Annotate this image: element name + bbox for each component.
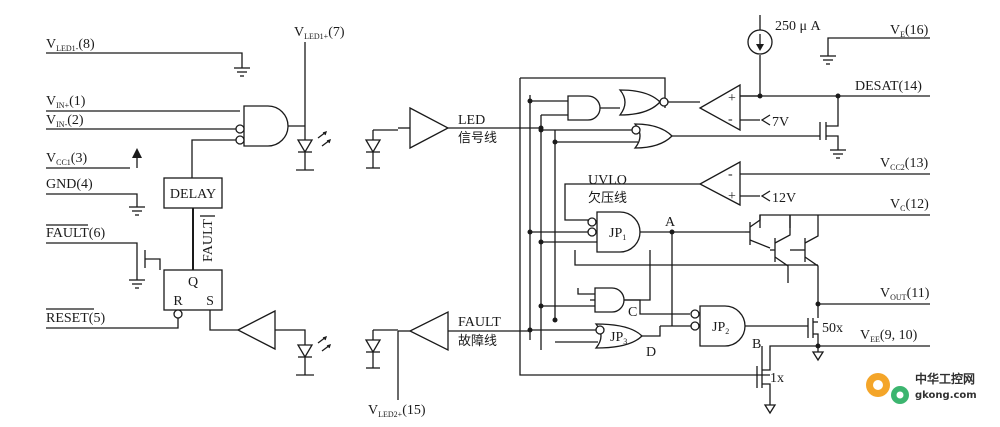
vee-label: VEE(9, 10) <box>860 328 918 344</box>
vc-label: VC(12) <box>890 197 929 213</box>
vin-minus-label: VIN-(2) <box>46 113 84 129</box>
vcc2-label: VCC2(13) <box>880 156 928 172</box>
ve-label: VE(16) <box>890 23 929 39</box>
led-signal-cn-label: 信号线 <box>458 131 497 146</box>
ground-symbol <box>129 206 145 216</box>
left-bus-wire <box>519 78 770 376</box>
led-receiver-amp-icon <box>409 106 450 150</box>
input-and-gate <box>235 105 305 147</box>
ground-symbol <box>820 55 836 65</box>
uvlo-line-wire <box>564 183 700 221</box>
fault-led-wire <box>275 329 306 345</box>
current-source-icon <box>747 15 773 55</box>
desat-plus-wire <box>740 55 761 97</box>
ground-symbol <box>234 67 250 77</box>
pulldown-1x-fet-icon <box>756 345 818 415</box>
fault-photodiode-icon <box>364 329 398 369</box>
fet-1x-label: 1x <box>770 371 784 386</box>
jp3-label: JP3 <box>610 330 627 346</box>
reset-wire <box>46 318 179 329</box>
vled1-minus-label: VLED1-(8) <box>46 37 95 53</box>
fault-signal-cn-label: 故障线 <box>458 334 497 349</box>
vref-12v-label: 12V <box>772 191 796 206</box>
fault-receiver-amp-icon <box>408 310 449 352</box>
jp1-label: JP1 <box>609 226 626 242</box>
uvlo-cn-label: 欠压线 <box>588 190 627 206</box>
fault-pin-wire <box>46 242 138 250</box>
pulldown-50x-fet-icon <box>807 318 825 362</box>
darlington-transistor-icon <box>745 215 819 300</box>
uvlo-minus-label: - <box>728 167 733 182</box>
led-photodiode-icon <box>364 129 398 169</box>
desat-pin-label: DESAT(14) <box>855 79 922 94</box>
desat-comparator-icon <box>698 83 741 132</box>
node-a-label: A <box>665 215 676 230</box>
vc-wire <box>759 214 930 228</box>
vref-7v-label: 7V <box>772 115 789 130</box>
reset-inversion-bubble <box>173 309 183 319</box>
vref-7v-icon <box>760 114 771 126</box>
bias-wire <box>574 250 818 266</box>
watermark-cn: 中华工控网 <box>915 371 975 386</box>
ve-wire <box>827 37 930 56</box>
desat-or-gate <box>618 89 700 116</box>
watermark-logo: 中华工控网 gkong.com <box>866 371 977 404</box>
led2-diode-icon <box>296 335 332 376</box>
led-or-gate <box>541 123 820 149</box>
supply-arrow-icon <box>132 148 142 168</box>
vout-label: VOUT(11) <box>880 286 930 302</box>
led-signal-label: LED <box>458 113 485 128</box>
fault-buffer-icon <box>236 309 276 351</box>
watermark-url: gkong.com <box>915 390 977 401</box>
c-and-gate <box>541 287 690 315</box>
jp3-or-gate <box>530 323 661 349</box>
fet-50x-label: 50x <box>822 321 843 336</box>
input-section: VLED1-(8) VLED1+(7) VIN+(1) VIN-(2) <box>46 25 345 376</box>
node-b-label: B <box>752 337 761 352</box>
jp2-label: JP2 <box>712 320 729 336</box>
fault-latch-block <box>163 269 223 311</box>
delay-to-gate-wire <box>191 139 236 178</box>
junction-dots <box>527 93 841 349</box>
desat-discharge-fet-icon <box>819 96 846 159</box>
desat-minus-label: - <box>728 112 733 127</box>
vref-12v-icon <box>760 190 771 202</box>
vcc1-label: VCC1(3) <box>46 151 87 167</box>
output-section: + - 7V 250 μ A VE(16) DESAT(14) <box>519 15 930 415</box>
latch-set-wire <box>209 310 238 331</box>
fault-vertical-label: FAULT <box>201 219 216 262</box>
vin-plus-label: VIN+(1) <box>46 94 86 110</box>
delay-label: DELAY <box>170 187 216 202</box>
latch-r-label: R <box>173 294 183 309</box>
gnd-label: GND(4) <box>46 177 93 192</box>
vled2-label: VLED2+(15) <box>368 403 426 419</box>
reset-label: RESET(5) <box>46 311 105 326</box>
led1-diode-icon <box>296 130 332 171</box>
vled1-plus-label: VLED1+(7) <box>294 25 345 41</box>
latch-q-label: Q <box>188 275 198 290</box>
uvlo-plus-label: + <box>728 189 736 204</box>
latch-s-label: S <box>206 294 214 309</box>
node-c-label: C <box>628 305 637 320</box>
node-d-label: D <box>646 345 656 360</box>
fault-output-transistor-icon <box>129 250 161 289</box>
uvlo-comparator-icon <box>698 160 741 207</box>
fault-signal-label: FAULT <box>458 315 501 330</box>
jp2-and-gate <box>660 232 808 347</box>
vled1-minus-wire <box>46 52 243 68</box>
receiver-section: LED 信号线 FAULT 故障线 VLED2+(15) <box>364 106 541 419</box>
desat-and-gate <box>530 95 620 121</box>
desat-plus-label: + <box>728 91 736 106</box>
current-source-label: 250 μ A <box>775 19 822 34</box>
uvlo-label: UVLO <box>588 173 627 188</box>
gnd-wire <box>46 193 138 207</box>
gear-icon <box>866 373 909 404</box>
fault-pin-label: FAULT(6) <box>46 226 105 241</box>
jp1-and-gate <box>530 211 745 253</box>
